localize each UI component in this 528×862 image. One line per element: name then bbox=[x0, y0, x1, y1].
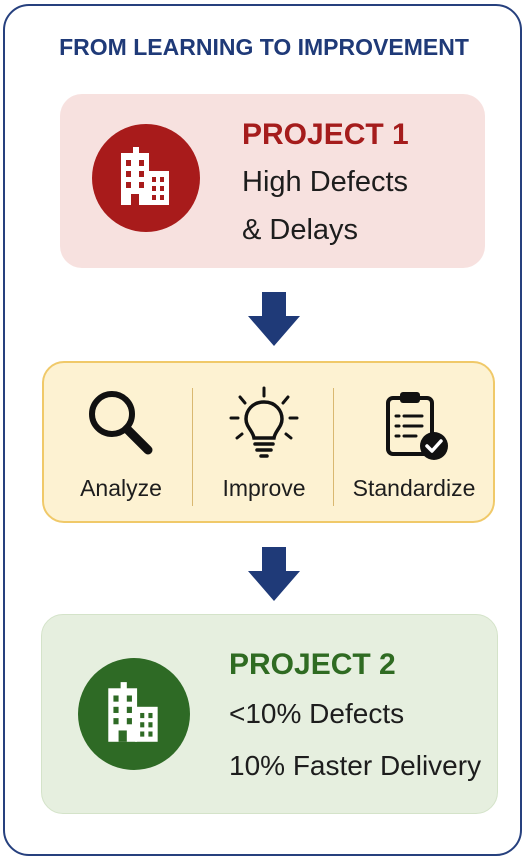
down-arrow-icon bbox=[248, 292, 300, 346]
lightbulb-icon bbox=[229, 386, 299, 458]
diagram-title: FROM LEARNING TO IMPROVEMENT bbox=[59, 34, 469, 60]
magnifier-icon bbox=[89, 391, 153, 455]
project-2-line-1: <10% Defects bbox=[229, 698, 405, 729]
project-1-building-icon bbox=[92, 124, 200, 232]
process-card bbox=[42, 361, 495, 523]
down-arrow-icon bbox=[248, 547, 300, 601]
project-2-line-2: 10% Faster Delivery bbox=[229, 750, 482, 781]
project-1-line-2: & Delays bbox=[242, 214, 359, 246]
clipboard-check-icon bbox=[386, 392, 448, 460]
step-label-analyze: Analyze bbox=[80, 475, 162, 501]
process-divider bbox=[192, 388, 193, 506]
process-divider bbox=[333, 388, 334, 506]
project-2-title: PROJECT 2 bbox=[229, 648, 396, 681]
step-label-standardize: Standardize bbox=[352, 475, 476, 501]
project-1-line-1: High Defects bbox=[242, 166, 409, 198]
project-2-building-icon bbox=[78, 658, 190, 770]
project-1-title: PROJECT 1 bbox=[242, 118, 409, 151]
step-label-improve: Improve bbox=[222, 475, 306, 501]
